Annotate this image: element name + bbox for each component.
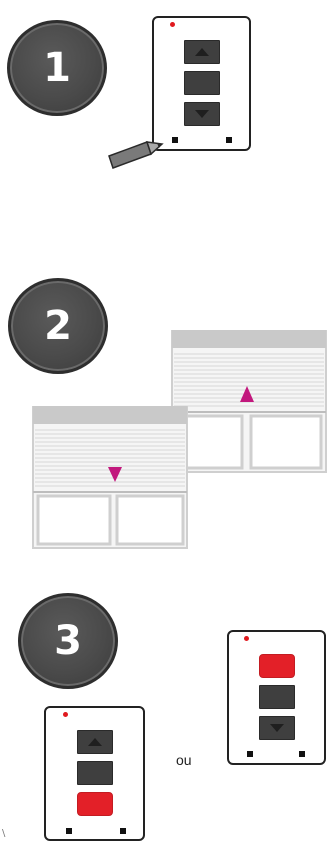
pen-icon bbox=[102, 132, 172, 172]
remote-foot-left bbox=[66, 828, 72, 834]
remote-foot-right bbox=[120, 828, 126, 834]
step-1-circle: 1 bbox=[7, 20, 107, 116]
remote-led bbox=[244, 636, 249, 641]
step-2-number: 2 bbox=[44, 303, 72, 349]
down-button bbox=[184, 102, 220, 126]
remote-control-step3-left bbox=[44, 706, 145, 841]
stop-button bbox=[77, 761, 113, 785]
up-button-lit bbox=[259, 654, 295, 678]
remote-control-step3-right bbox=[227, 630, 326, 765]
down-button-lit bbox=[77, 792, 113, 816]
down-button bbox=[259, 716, 295, 740]
corner-mark: \ bbox=[2, 828, 5, 839]
step-3-circle: 3 bbox=[18, 593, 118, 689]
remote-foot-right bbox=[226, 137, 232, 143]
shutter-down-icon bbox=[31, 406, 191, 551]
step-3-number: 3 bbox=[54, 618, 82, 664]
remote-led bbox=[63, 712, 68, 717]
remote-foot-right bbox=[299, 751, 305, 757]
shutter-up-icon bbox=[167, 330, 327, 475]
up-arrow-icon bbox=[195, 48, 209, 56]
up-button bbox=[184, 40, 220, 64]
down-arrow-icon bbox=[270, 724, 284, 732]
up-arrow-icon bbox=[88, 738, 102, 746]
step-2-circle: 2 bbox=[8, 278, 108, 374]
stop-button bbox=[259, 685, 295, 709]
step-1-number: 1 bbox=[43, 45, 71, 91]
down-arrow-icon bbox=[195, 110, 209, 118]
remote-led bbox=[170, 22, 175, 27]
up-button bbox=[77, 730, 113, 754]
remote-foot-left bbox=[247, 751, 253, 757]
stop-button bbox=[184, 71, 220, 95]
or-label: ou bbox=[176, 752, 192, 768]
remote-control-step1 bbox=[152, 16, 251, 151]
remote-foot-left bbox=[172, 137, 178, 143]
